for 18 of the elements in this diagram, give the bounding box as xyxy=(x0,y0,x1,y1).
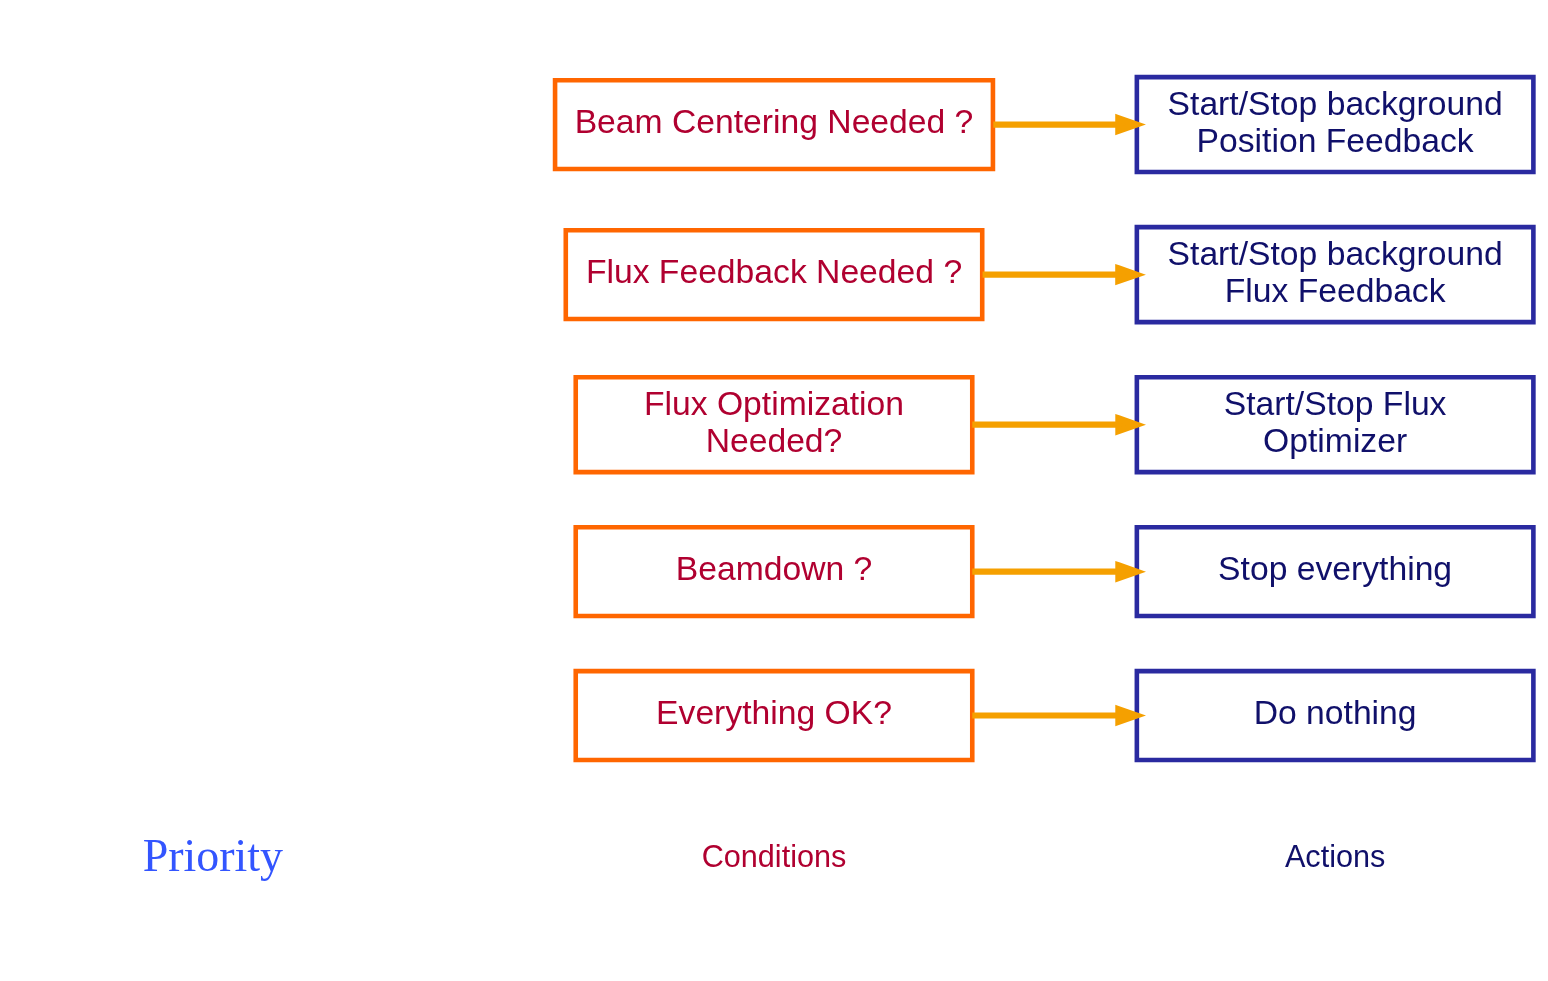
arrow xyxy=(982,263,1146,286)
label: Conditions xyxy=(701,839,847,874)
label: Actions xyxy=(1284,839,1386,874)
node-box: Do nothing xyxy=(1134,668,1536,763)
node-box: Beamdown ? xyxy=(573,524,975,619)
node-box: Everything OK? xyxy=(573,668,975,763)
arrow xyxy=(972,413,1146,436)
node-box: Beam Centering Needed ? xyxy=(552,77,996,172)
node-box: Start/Stop Flux Optimizer xyxy=(1134,374,1536,475)
arrow xyxy=(993,113,1146,136)
node-box: Start/Stop background Flux Feedback xyxy=(1134,224,1536,325)
arrow xyxy=(972,704,1146,727)
arrow xyxy=(972,560,1146,583)
label: Priority xyxy=(142,829,284,881)
node-box: Stop everything xyxy=(1134,524,1536,619)
node-box: Start/Stop background Position Feedback xyxy=(1134,74,1536,175)
node-box: Flux Feedback Needed ? xyxy=(563,227,985,322)
node-box: Flux Optimization Needed? xyxy=(573,374,975,475)
